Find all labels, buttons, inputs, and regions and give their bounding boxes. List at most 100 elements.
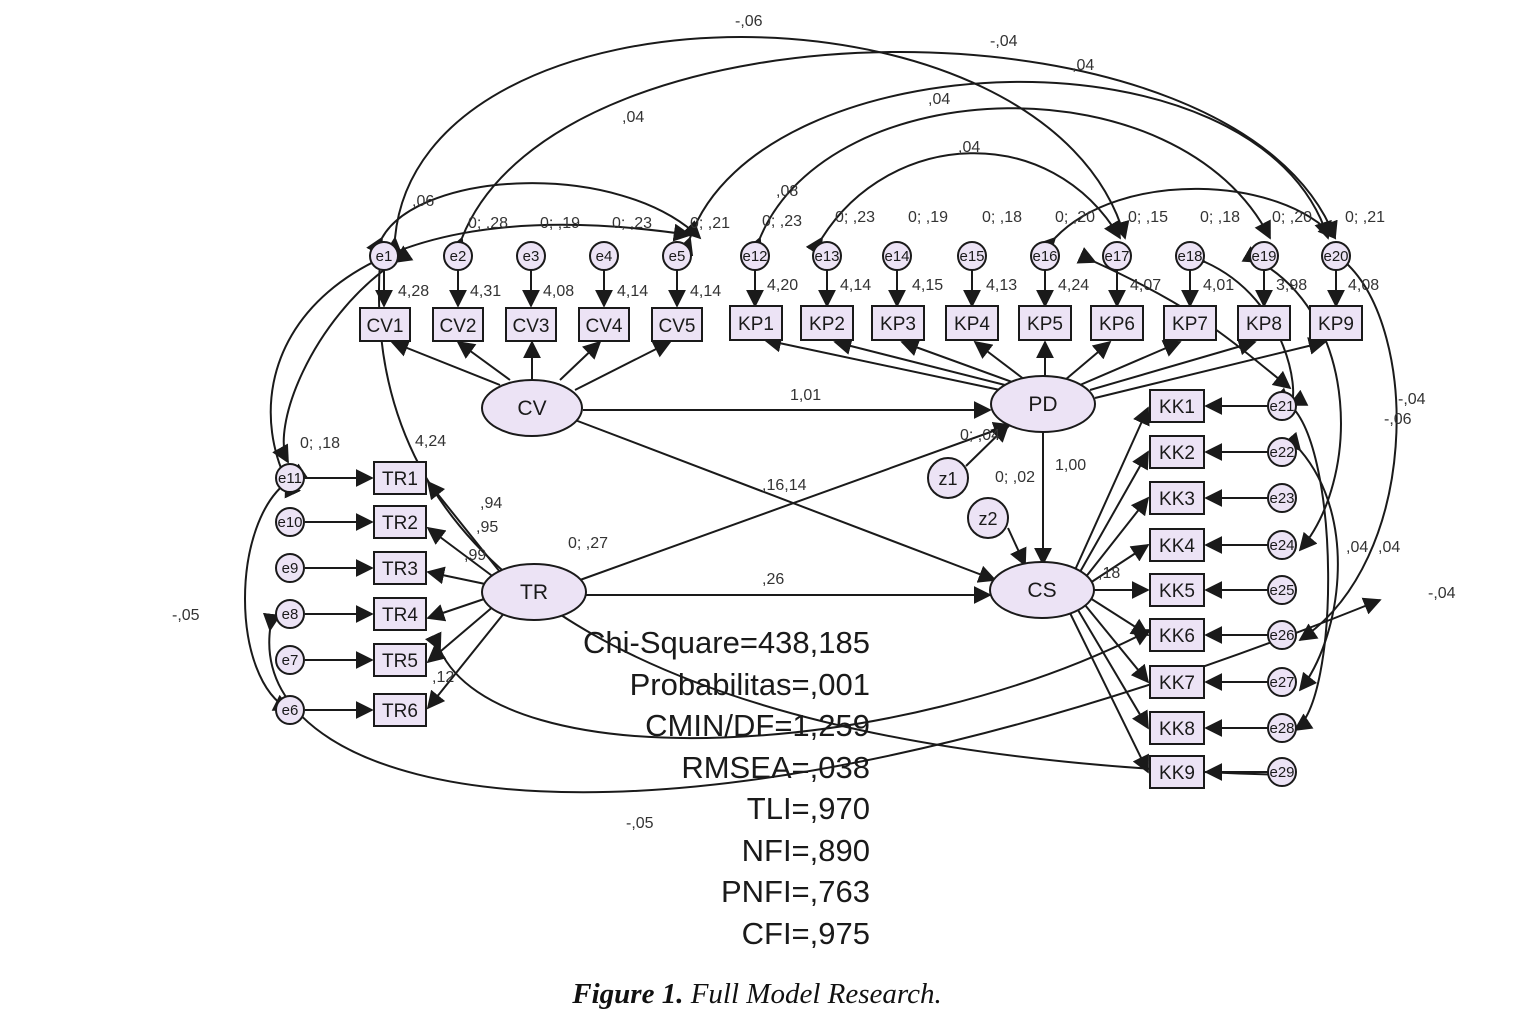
latent-cv[interactable]: CV [481,379,583,437]
indicator-kk7[interactable]: KK7 [1149,665,1205,699]
indicator-kk5[interactable]: KK5 [1149,573,1205,607]
error-e18[interactable]: e18 [1175,241,1205,271]
svg-text:KK3: KK3 [1159,489,1195,510]
error-e20[interactable]: e20 [1321,241,1351,271]
disturbances: z1 z2 [927,457,1009,539]
error-e6[interactable]: e6 [275,695,305,725]
error-e3[interactable]: e3 [516,241,546,271]
error-e25[interactable]: e25 [1267,575,1297,605]
indicator-tr4[interactable]: TR4 [373,597,427,631]
intercept-kp9: 4,08 [1348,277,1379,294]
figure-caption: Figure 1. Full Model Research. [0,978,1514,1011]
error-e14[interactable]: e14 [882,241,912,271]
path-tr-pd [579,422,1012,581]
latent-constructs: CV PD TR CS [481,375,1096,621]
error-e29[interactable]: e29 [1267,757,1297,787]
error-e15[interactable]: e15 [957,241,987,271]
cov-label: ,04 [1072,57,1094,74]
svg-text:e16: e16 [1032,248,1057,265]
errvar-2: 0; ,19 [540,215,580,232]
indicator-kp4[interactable]: KP4 [945,305,999,341]
fit-probabilitas: Probabilitas=,001 [629,666,870,702]
error-e12[interactable]: e12 [740,241,770,271]
svg-text:e1: e1 [376,248,393,265]
error-e10[interactable]: e10 [275,507,305,537]
indicator-kk2[interactable]: KK2 [1149,435,1205,469]
indicator-kk1[interactable]: KK1 [1149,389,1205,423]
indicator-kk4[interactable]: KK4 [1149,528,1205,562]
svg-text:KP5: KP5 [1027,314,1063,335]
indicator-kp2[interactable]: KP2 [800,305,854,341]
cov-label: ,04 [928,91,950,108]
indicator-tr5[interactable]: TR5 [373,643,427,677]
error-e16[interactable]: e16 [1030,241,1060,271]
error-e21[interactable]: e21 [1267,391,1297,421]
indicator-kp8[interactable]: KP8 [1237,305,1291,341]
svg-text:e27: e27 [1269,674,1294,691]
errvar-4: 0; ,21 [690,215,730,232]
cov-label: -,04 [990,33,1018,50]
error-e24[interactable]: e24 [1267,530,1297,560]
estimate-tr-var: 0; ,27 [568,535,608,552]
errvar-7: 0; ,19 [908,209,948,226]
tr-load: ,95 [476,519,498,536]
indicator-kk9[interactable]: KK9 [1149,755,1205,789]
svg-text:e23: e23 [1269,490,1294,507]
svg-text:e9: e9 [282,560,299,577]
indicator-kk6[interactable]: KK6 [1149,618,1205,652]
errvar-6: 0; ,23 [835,209,875,226]
indicator-cv5[interactable]: CV5 [651,307,703,342]
error-e11[interactable]: e11 [275,463,305,493]
svg-text:KK6: KK6 [1159,626,1195,647]
error-e19[interactable]: e19 [1249,241,1279,271]
error-e4[interactable]: e4 [589,241,619,271]
cov-label: ,04 [1346,539,1368,556]
indicator-kp9[interactable]: KP9 [1309,305,1363,341]
errvar-13: 0; ,21 [1345,209,1385,226]
errvar-3: 0; ,23 [612,215,652,232]
indicator-kp6[interactable]: KP6 [1090,305,1144,341]
latent-cs[interactable]: CS [989,561,1095,619]
indicator-cv3[interactable]: CV3 [505,307,557,342]
indicator-kp5[interactable]: KP5 [1018,305,1072,341]
indicator-kp3[interactable]: KP3 [871,305,925,341]
error-e7[interactable]: e7 [275,645,305,675]
indicator-kp1[interactable]: KP1 [729,305,783,341]
svg-text:TR2: TR2 [382,513,418,534]
indicator-tr1[interactable]: TR1 [373,461,427,495]
svg-text:CS: CS [1027,579,1056,602]
error-e22[interactable]: e22 [1267,437,1297,467]
disturbance-z1[interactable]: z1 [927,457,969,499]
error-e17[interactable]: e17 [1102,241,1132,271]
indicator-kk8[interactable]: KK8 [1149,711,1205,745]
disturbance-z2[interactable]: z2 [967,497,1009,539]
latent-pd[interactable]: PD [990,375,1096,433]
indicator-cv4[interactable]: CV4 [578,307,630,342]
error-e1[interactable]: e1 [369,241,399,271]
error-e13[interactable]: e13 [812,241,842,271]
estimate-tr-cs: ,26 [762,571,784,588]
estimate-cs-load: ,18 [1098,565,1120,582]
kk-indicators: KK1 KK2 KK3 KK4 KK5 KK6 KK7 KK8 KK9 [1149,389,1205,789]
error-e8[interactable]: e8 [275,599,305,629]
indicator-kk3[interactable]: KK3 [1149,481,1205,515]
indicator-cv1[interactable]: CV1 [359,307,411,342]
error-e2[interactable]: e2 [443,241,473,271]
error-e26[interactable]: e26 [1267,620,1297,650]
indicator-tr6[interactable]: TR6 [373,693,427,727]
indicator-kp7[interactable]: KP7 [1163,305,1217,341]
svg-text:z1: z1 [938,469,957,489]
latent-tr[interactable]: TR [481,563,587,621]
error-e9[interactable]: e9 [275,553,305,583]
error-e28[interactable]: e28 [1267,713,1297,743]
error-e23[interactable]: e23 [1267,483,1297,513]
indicator-tr3[interactable]: TR3 [373,551,427,585]
indicator-cv2[interactable]: CV2 [432,307,484,342]
cov-arc [676,80,1332,257]
intercept-kp7: 4,01 [1203,277,1234,294]
indicator-tr2[interactable]: TR2 [373,505,427,539]
error-terms-left: e11 e10 e9 e8 e7 e6 [275,463,305,725]
error-e5[interactable]: e5 [662,241,692,271]
svg-text:e5: e5 [669,248,686,265]
error-e27[interactable]: e27 [1267,667,1297,697]
